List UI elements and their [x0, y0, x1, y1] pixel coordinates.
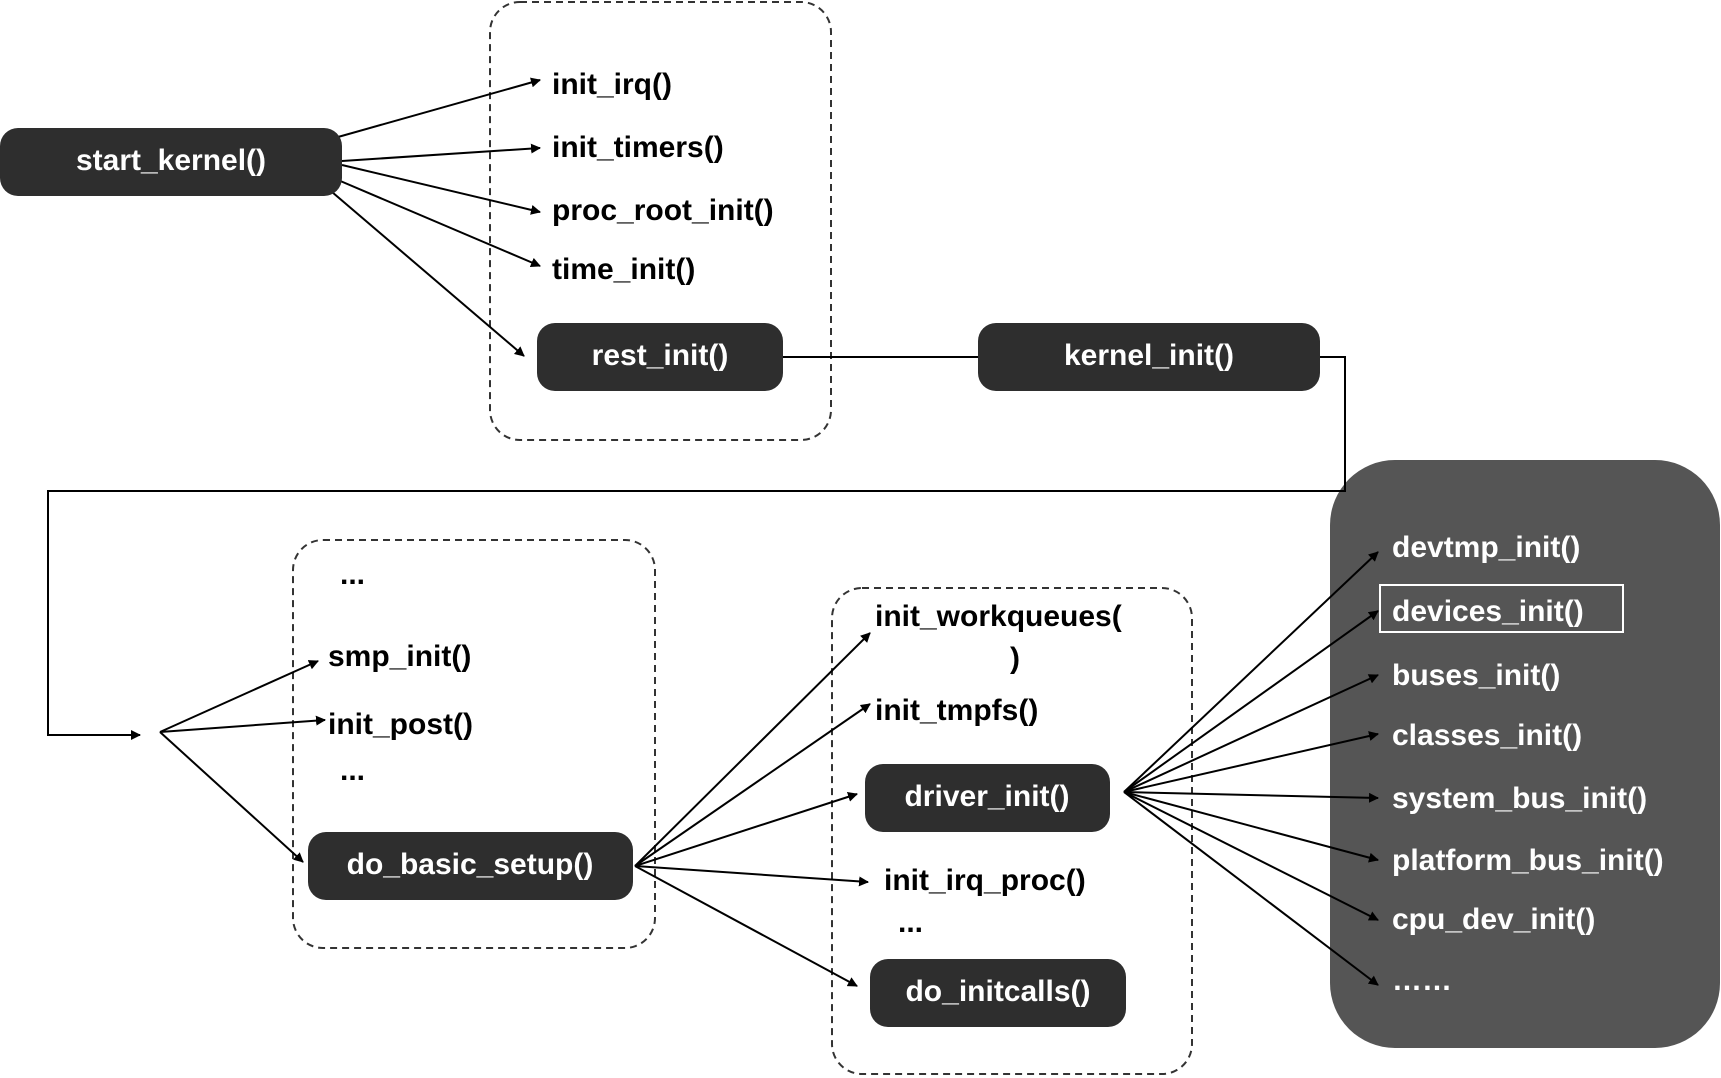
group-box-kernel-init-calls: [292, 539, 656, 949]
node-do-initcalls-label: do_initcalls(): [905, 975, 1090, 1008]
arrow-to-smp-init: [159, 660, 319, 733]
arrow-to-devtmp-init: [1123, 551, 1379, 793]
arrow-to-do-basic-setup: [159, 731, 304, 863]
node-driver-init: driver_init(): [865, 764, 1110, 832]
arrow-to-do-initcalls: [634, 865, 858, 987]
arrow-to-time-init: [337, 179, 541, 268]
label-proc-root-init: proc_root_init(): [552, 194, 774, 227]
label-platform-bus-init: platform_bus_init(): [1392, 844, 1664, 877]
label-classes-init: classes_init(): [1392, 719, 1582, 752]
label-ellipsis-group4: ……: [1392, 964, 1452, 997]
label-buses-init: buses_init(): [1392, 659, 1560, 692]
arrow-to-platform-bus-init: [1123, 791, 1379, 863]
group-box-basic-setup-calls: [831, 587, 1193, 1075]
node-driver-init-label: driver_init(): [904, 780, 1069, 813]
arrow-to-classes-init: [1123, 731, 1379, 793]
arrow-to-init-irq-proc: [634, 865, 869, 887]
label-ellipsis-top: ...: [340, 558, 365, 591]
label-ellipsis-group3: ...: [898, 906, 923, 939]
arrow-to-driver-init: [634, 792, 858, 867]
node-do-basic-setup-label: do_basic_setup(): [347, 848, 594, 881]
node-do-basic-setup: do_basic_setup(): [308, 832, 633, 900]
label-init-irq: init_irq(): [552, 68, 672, 101]
label-init-post: init_post(): [328, 708, 473, 741]
arrow-to-buses-init: [1123, 674, 1379, 793]
connector-kernel-init-loop: [47, 356, 1346, 740]
arrow-to-devices-init: [1123, 610, 1379, 793]
label-init-timers: init_timers(): [552, 131, 724, 164]
node-do-initcalls: do_initcalls(): [870, 959, 1126, 1027]
label-init-workqueues-line2: ): [1010, 642, 1020, 675]
label-ellipsis-bottom: ...: [340, 754, 365, 787]
arrow-to-cpu-dev-init: [1123, 791, 1379, 921]
label-init-workqueues-line1: init_workqueues(: [875, 600, 1122, 633]
arrow-to-init-post: [159, 715, 326, 733]
label-smp-init: smp_init(): [328, 640, 471, 673]
group-box-start-kernel-calls: [489, 1, 832, 441]
arrow-to-proc-root-init: [341, 164, 541, 215]
label-devtmp-init: devtmp_init(): [1392, 531, 1580, 564]
arrow-to-system-bus-init: [1123, 791, 1379, 803]
label-init-tmpfs: init_tmpfs(): [875, 694, 1038, 727]
node-start-kernel: start_kernel(): [0, 128, 342, 196]
node-start-kernel-label: start_kernel(): [76, 144, 266, 177]
label-devices-init: devices_init(): [1392, 595, 1584, 628]
label-time-init: time_init(): [552, 253, 695, 286]
node-rest-init: rest_init(): [537, 323, 783, 391]
arrow-to-ellipsis: [1123, 791, 1379, 986]
arrow-to-init-tmpfs: [634, 703, 871, 867]
node-kernel-init: kernel_init(): [978, 323, 1320, 391]
label-system-bus-init: system_bus_init(): [1392, 782, 1647, 815]
node-kernel-init-label: kernel_init(): [1064, 339, 1234, 372]
arrow-to-init-irq: [337, 77, 541, 138]
label-init-irq-proc: init_irq_proc(): [884, 864, 1086, 897]
arrow-to-init-workqueues: [634, 632, 871, 867]
label-cpu-dev-init: cpu_dev_init(): [1392, 903, 1595, 936]
node-rest-init-label: rest_init(): [592, 339, 729, 372]
arrow-to-rest-init: [331, 191, 525, 357]
devices-init-highlight-box: [1379, 584, 1624, 633]
arrow-to-init-timers: [341, 143, 541, 162]
